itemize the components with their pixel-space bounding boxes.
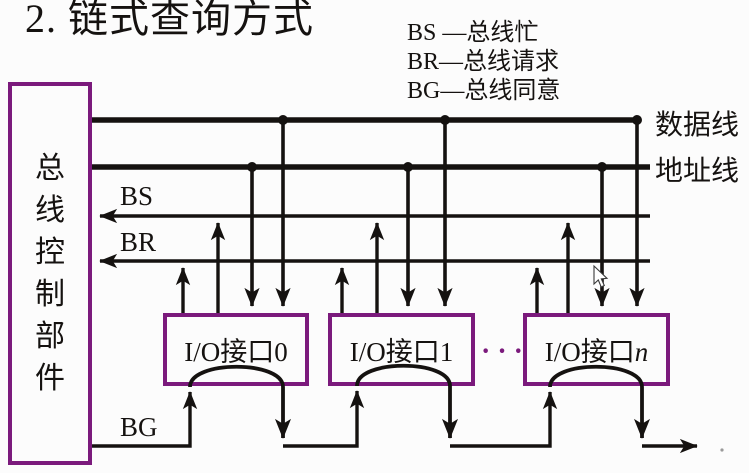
- bs-signal-label: BS: [120, 181, 154, 211]
- ellipsis-dots: ···: [481, 336, 531, 367]
- bus-controller-label: 总线控制部件: [35, 151, 65, 395]
- io-box-1-label: I/O接口1: [349, 337, 454, 367]
- legend-item-bs: BS —总线忙: [407, 20, 539, 46]
- legend-item-br: BR—总线请求: [407, 49, 560, 75]
- mouse-cursor: [593, 264, 609, 288]
- address-bus-label: 地址线: [655, 156, 740, 187]
- bus-controller-box: 总线控制部件: [8, 82, 92, 465]
- speck: [720, 448, 724, 452]
- page-title: 2. 链式查询方式: [25, 0, 314, 41]
- io-box-0-label: I/O接口0: [184, 337, 288, 367]
- bg-jog-io0-to-io1: [283, 390, 365, 448]
- legend-item-bg: BG—总线同意: [407, 78, 561, 104]
- io-interface-box-1: I/O接口1: [328, 313, 475, 386]
- data-bus-label: 数据线: [655, 110, 740, 141]
- legend: BS —总线忙 BR—总线请求 BG—总线同意: [407, 19, 560, 106]
- bg-jog-io1-to-ion: [450, 391, 558, 448]
- bg-signal-label: BG: [120, 412, 158, 442]
- io-interface-box-n: I/O接口n: [523, 313, 670, 386]
- io-interface-box-0: I/O接口0: [163, 313, 309, 386]
- br-signal-label: BR: [120, 227, 157, 257]
- io-box-n-label: I/O接口n: [544, 337, 649, 367]
- junction-dots: [247, 115, 642, 172]
